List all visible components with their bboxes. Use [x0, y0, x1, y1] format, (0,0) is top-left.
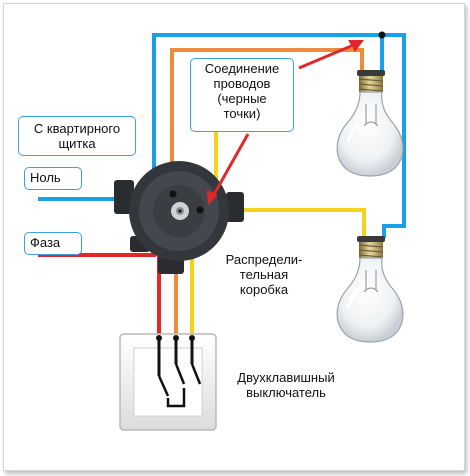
arrow-to-box-dot — [207, 133, 250, 205]
panel-source-line1: С квартирного — [33, 121, 121, 136]
panel-source-label: С квартирного щитка — [18, 116, 136, 156]
wiring-diagram — [38, 31, 406, 431]
connection-dot — [196, 206, 204, 214]
junction-note-line2: проводов — [213, 76, 271, 91]
neutral-label-text: Ноль — [30, 170, 61, 185]
light-bulb-icon — [336, 236, 404, 343]
junction-note-line1: Соединение — [204, 61, 280, 76]
junction-box-label: Распредели- тельная коробка — [212, 252, 316, 297]
panel-source-line2: щитка — [58, 136, 96, 151]
junction-box-line3: коробка — [239, 282, 289, 297]
connection-dot — [378, 31, 386, 39]
connection-dot — [169, 190, 177, 198]
junction-box-line2: тельная — [239, 267, 289, 282]
junction-box-icon — [114, 161, 244, 274]
neutral-wire-to-lamps — [152, 33, 406, 238]
junction-box-line1: Распредели- — [225, 252, 303, 267]
light-bulb-icon — [336, 70, 404, 177]
switch-label-line2: выключатель — [246, 385, 326, 400]
double-switch-icon — [119, 333, 217, 431]
switch-label: Двухклавишный выключатель — [226, 370, 346, 400]
phase-label: Фаза — [24, 232, 82, 255]
phase-label-text: Фаза — [30, 235, 61, 250]
diagram-frame: Соединение проводов (черные точки) С ква… — [3, 3, 465, 471]
arrow-to-top-dot — [298, 40, 364, 70]
neutral-label: Ноль — [24, 167, 82, 190]
switch-label-line1: Двухклавишный — [237, 370, 335, 385]
junction-note-label: Соединение проводов (черные точки) — [190, 58, 294, 132]
junction-note-line4: точки) — [223, 106, 261, 121]
lamp1-wire — [170, 48, 364, 170]
junction-note-line3: (черные — [217, 91, 267, 106]
